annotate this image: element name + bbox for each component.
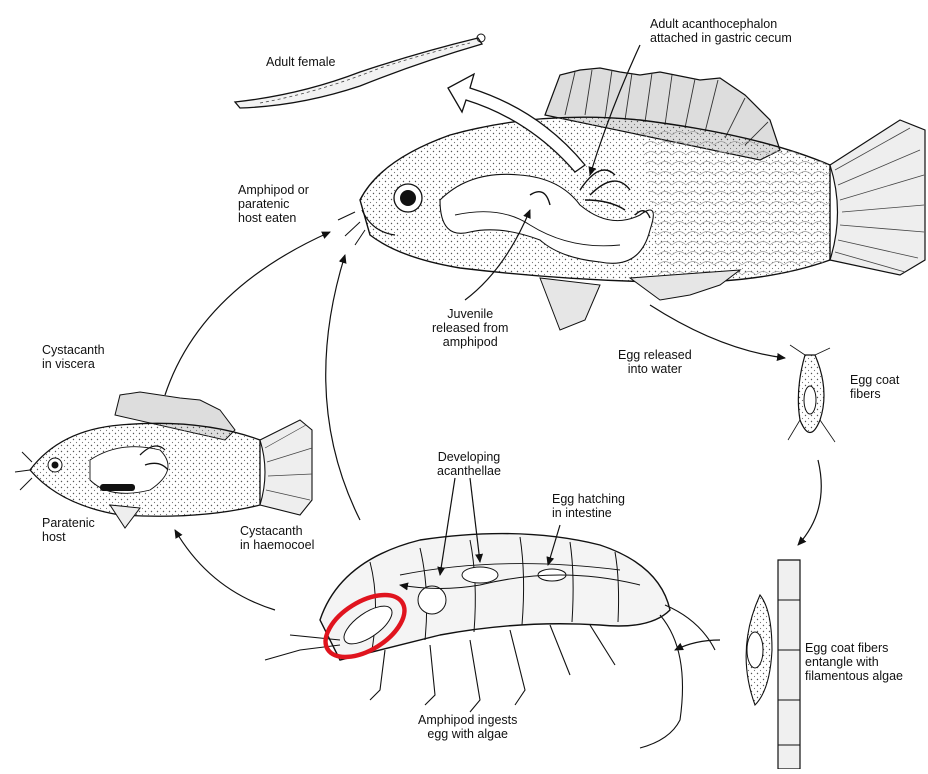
label-amphipod-or-paratenic-host: Amphipod or paratenic host eaten	[238, 183, 309, 225]
label-paratenic-host: Paratenic host	[42, 516, 95, 544]
label-egg-coat-fibers-entangle: Egg coat fibers entangle with filamentou…	[805, 641, 903, 683]
label-egg-released: Egg released into water	[618, 348, 692, 376]
algae-filament	[746, 560, 800, 769]
label-adult-female: Adult female	[266, 55, 335, 69]
egg-coat-fibers-drawing	[788, 345, 835, 442]
label-cystacanth-in-viscera: Cystacanth in viscera	[42, 343, 105, 371]
label-developing-acanthellae: Developing acanthellae	[437, 450, 501, 478]
label-egg-coat-fibers: Egg coat fibers	[850, 373, 899, 401]
adult-female-worm	[235, 34, 485, 108]
definitive-host-fish	[338, 68, 925, 330]
label-adult-acanthocephalon: Adult acanthocephalon attached in gastri…	[650, 17, 792, 45]
label-cystacanth-in-haemocoel: Cystacanth in haemocoel	[240, 524, 314, 552]
label-juvenile-released: Juvenile released from amphipod	[432, 307, 508, 349]
label-egg-hatching: Egg hatching in intestine	[552, 492, 625, 520]
label-amphipod-ingests: Amphipod ingests egg with algae	[418, 713, 517, 741]
paratenic-host-fish	[15, 392, 312, 528]
